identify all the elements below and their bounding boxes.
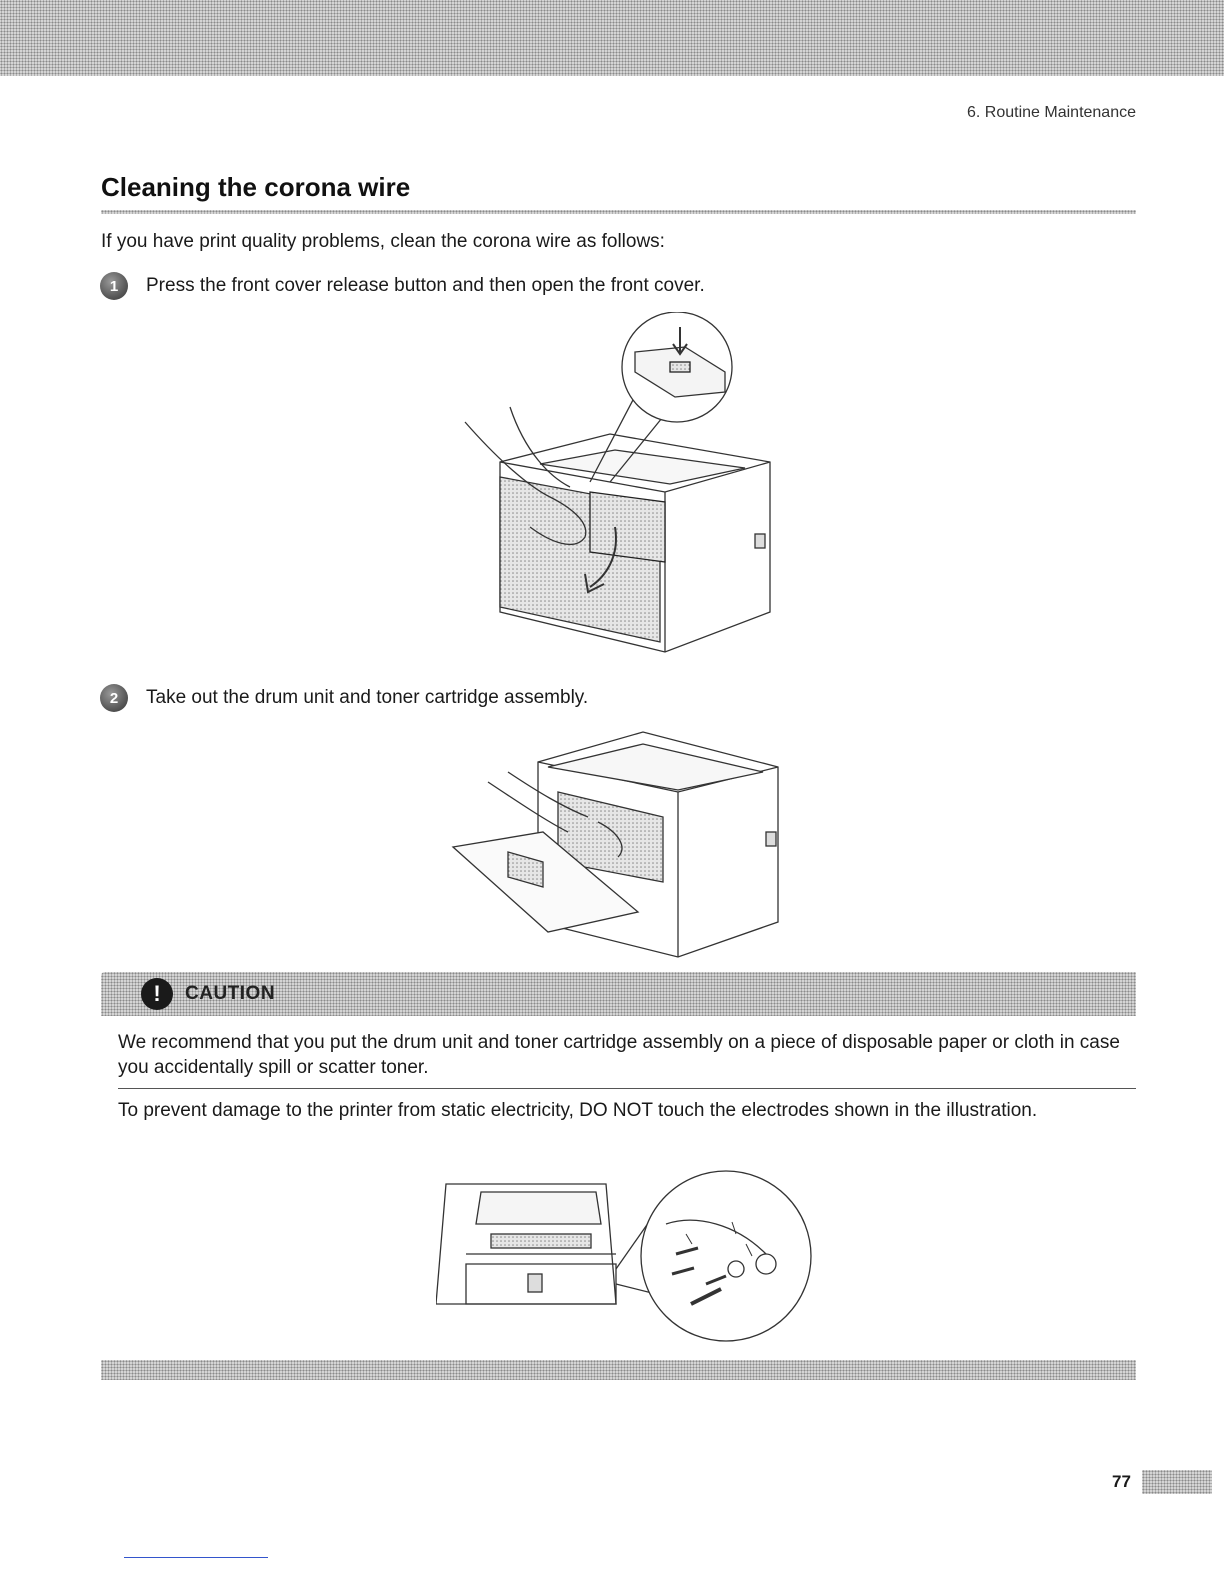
drum-unit-removal-illustration — [451, 731, 779, 958]
header-band — [0, 0, 1224, 76]
caution-paragraph-1: We recommend that you put the drum unit … — [118, 1032, 1120, 1078]
intro-text: If you have print quality problems, clea… — [101, 231, 665, 252]
page-tab — [1142, 1470, 1212, 1494]
footer-band — [101, 1360, 1136, 1380]
step-2: 2 Take out the drum unit and toner cartr… — [100, 684, 588, 712]
caution-paragraph-2: To prevent damage to the printer from st… — [118, 1100, 1038, 1121]
page-number: 77 — [1112, 1472, 1131, 1491]
caution-banner: ! CAUTION — [101, 972, 1136, 1016]
exclamation-icon: ! — [141, 978, 173, 1010]
section-title: Cleaning the corona wire — [101, 172, 411, 202]
step-2-number-icon: 2 — [100, 684, 128, 712]
title-underline — [101, 210, 1136, 214]
footer-underline — [124, 1557, 268, 1558]
step-1-number-icon: 1 — [100, 272, 128, 300]
chapter-heading: 6. Routine Maintenance — [967, 104, 1136, 121]
step-1-text: Press the front cover release button and… — [146, 275, 705, 296]
printer-front-cover-illustration — [464, 312, 771, 653]
step-1: 1 Press the front cover release button a… — [100, 272, 705, 300]
step-2-text: Take out the drum unit and toner cartrid… — [146, 687, 589, 708]
caution-label: CAUTION — [185, 983, 276, 1004]
electrodes-illustration — [436, 1170, 812, 1342]
caution-divider — [118, 1088, 1136, 1089]
